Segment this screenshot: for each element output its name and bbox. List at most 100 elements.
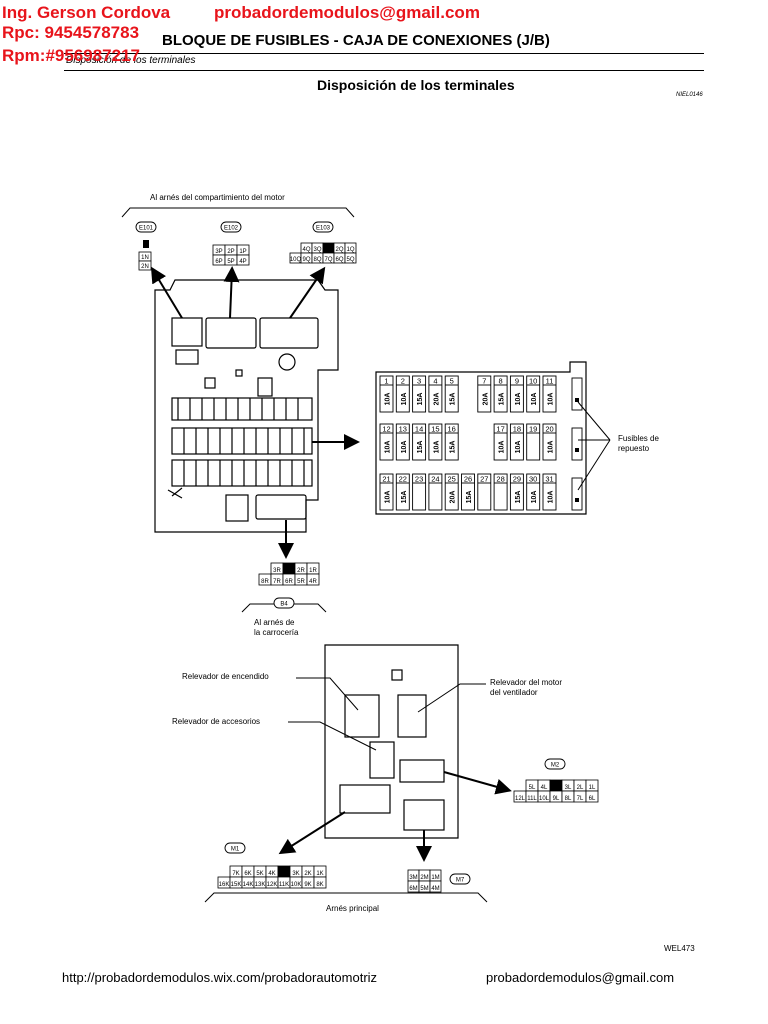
pin-label: 9L xyxy=(553,796,560,802)
pin-label: 6R xyxy=(285,579,293,585)
pin-label: 16K xyxy=(219,882,230,888)
connector-id: E103 xyxy=(316,226,331,232)
fuse-number: 10 xyxy=(529,377,537,386)
fuse-14: 14 15A xyxy=(412,423,427,461)
connector-pin xyxy=(313,876,327,889)
fuse-24: 24 xyxy=(428,473,443,511)
pin-label: 15K xyxy=(231,882,242,888)
fuse-number: 7 xyxy=(482,377,486,386)
connector-badge xyxy=(449,873,471,885)
fuse-23: 23 xyxy=(412,473,427,511)
fuse-rating: 15A xyxy=(417,393,424,406)
connector-pin xyxy=(138,260,152,271)
fuse-number: 22 xyxy=(399,475,407,484)
pin-label: 10K xyxy=(291,882,302,888)
fuse-rating: 10A xyxy=(401,393,408,406)
spare-fuse-slot xyxy=(571,427,583,461)
upper-fuse-block xyxy=(154,279,339,533)
pin-label: 7L xyxy=(577,796,584,802)
fuse-number: 17 xyxy=(496,425,504,434)
fuse-rating: 15A xyxy=(515,491,522,504)
pin-label: 3R xyxy=(273,568,281,574)
fuse-number: 4 xyxy=(433,377,437,386)
footer-email[interactable]: probadordemodulos@gmail.com xyxy=(486,970,675,985)
pin-label: 12K xyxy=(267,882,278,888)
fuse-number: 14 xyxy=(415,425,423,434)
pin-label: 2L xyxy=(577,785,584,791)
fuse-rating: 10A xyxy=(401,441,408,454)
fuse-rating: 10A xyxy=(515,393,522,406)
pin-label: 3L xyxy=(565,785,572,791)
lower-junction-block xyxy=(324,644,459,839)
fuse-29: 29 15A xyxy=(509,473,524,511)
connector-pin xyxy=(236,254,250,266)
pin-label: 4L xyxy=(541,785,548,791)
body-harness-label-2: la carrocería xyxy=(254,628,299,637)
fuse-number: 1 xyxy=(384,377,388,386)
connector-pin xyxy=(429,880,442,893)
fuse-rating: 20A xyxy=(482,393,489,406)
fuse-number: 8 xyxy=(499,377,503,386)
fuse-rating: 15A xyxy=(499,393,506,406)
pin-label: 5R xyxy=(297,579,305,585)
page-title: BLOQUE DE FUSIBLES - CAJA DE CONEXIONES … xyxy=(162,32,550,49)
pin-label: 5M xyxy=(420,886,428,892)
pin-label: 6K xyxy=(244,871,251,877)
pin-label: 1L xyxy=(589,785,596,791)
fuse-number: 23 xyxy=(415,475,423,484)
pin-label: 9Q xyxy=(302,257,310,263)
footer-url[interactable]: http://probadordemodulos.wix.com/probado… xyxy=(62,970,378,985)
pin-label: 8L xyxy=(565,796,572,802)
connector-badge xyxy=(273,597,295,609)
fuse-rating: 10A xyxy=(385,491,392,504)
pin-label: 13K xyxy=(255,882,266,888)
fuse-number: 29 xyxy=(513,475,521,484)
fuse-rating: 10A xyxy=(433,441,440,454)
pin-label: 8R xyxy=(261,579,269,585)
pin-label: 1N xyxy=(141,255,149,261)
fuse-7: 7 20A xyxy=(477,375,492,413)
pin-label: 1P xyxy=(239,249,246,255)
fuse-rating: 15A xyxy=(450,393,457,406)
fuse-28: 28 xyxy=(493,473,508,511)
fuse-number: 2 xyxy=(401,377,405,386)
spare-fuses-label-2: repuesto xyxy=(618,444,650,453)
fuse-panel: 110A210A315A420A515A720A815A910A1010A111… xyxy=(379,375,583,511)
fuse-number: 19 xyxy=(529,425,537,434)
fuse-rating: 10A xyxy=(548,393,555,406)
contact-rpc: Rpc: 9454578783 xyxy=(2,23,140,42)
fuse-number: 31 xyxy=(545,475,553,484)
fuse-number: 25 xyxy=(448,475,456,484)
pin-label: 2Q xyxy=(335,247,343,253)
fuse-rating: 15A xyxy=(466,491,473,504)
fuse-13: 13 10A xyxy=(395,423,410,461)
connector-badge xyxy=(135,221,157,233)
connector-key-block xyxy=(549,779,563,792)
fuse-number: 13 xyxy=(399,425,407,434)
fuse-rating: 20A xyxy=(450,491,457,504)
pin-label: 4K xyxy=(268,871,275,877)
engine-harness-bracket xyxy=(121,207,355,218)
pin-label: 11K xyxy=(279,882,289,888)
fuse-2: 2 10A xyxy=(395,375,410,413)
ignition-relay-label: Relevador de encendido xyxy=(182,672,269,681)
spare-fuse-slot xyxy=(571,377,583,411)
section-title: Disposición de los terminales xyxy=(317,77,515,93)
fuse-rating: 15A xyxy=(417,441,424,454)
spare-fuse-pointers xyxy=(577,401,611,491)
pin-label: 5K xyxy=(256,871,263,877)
pin-label: 12L xyxy=(515,796,526,802)
